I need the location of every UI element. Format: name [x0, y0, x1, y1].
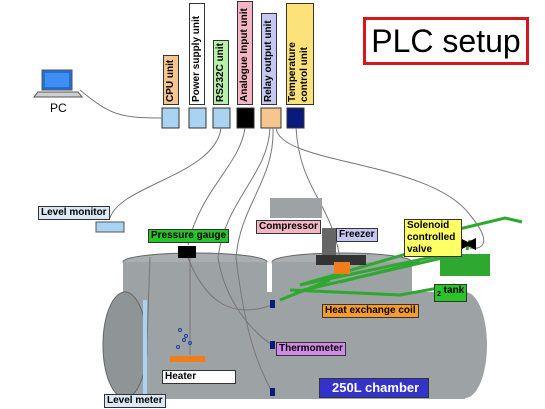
power-supply-unit-label: Power supply unit: [189, 3, 205, 105]
level-meter-rod: [143, 300, 147, 395]
level-meter-label: Level meter: [104, 394, 166, 408]
power-supply-unit-box: [188, 107, 207, 129]
rs232c-unit-label: RS232C unit: [213, 40, 229, 105]
heater-label: Heater: [162, 370, 236, 384]
analogue-input-unit-label: Analogue Input unit: [237, 1, 253, 105]
thermometer-label: Thermometer: [276, 342, 346, 356]
valve-symbol-2: [464, 238, 476, 250]
chamber-right-end: [443, 292, 487, 398]
chamber-left-end: [102, 291, 148, 399]
heat-exchange-coil-label: Heat exchange coil: [322, 304, 419, 318]
relay-output-unit-box: [260, 107, 282, 129]
pressure-gauge-label: Pressure gauge: [148, 229, 230, 243]
cpu-unit-box: [161, 107, 180, 129]
solenoid-valve-label: Solenoid controlled valve: [404, 219, 462, 257]
liquid-n2-tank-body: [440, 254, 490, 276]
cpu-unit-label: CPU unit: [163, 55, 179, 105]
pc-label: PC: [50, 101, 67, 115]
freezer-stem: [322, 228, 336, 256]
pressure-gauge-body: [178, 246, 196, 258]
freezer-label: Freezer: [336, 228, 378, 242]
cables: [79, 89, 485, 401]
pc-icon: [32, 69, 84, 98]
temperature-control-unit-box: [286, 107, 305, 129]
compressor-label: Compressor: [256, 220, 321, 234]
rs232c-unit-box: [212, 107, 231, 129]
analogue-input-unit-box: [236, 107, 255, 129]
chamber-label: 250L chamber: [319, 378, 429, 398]
connectors: [270, 300, 275, 396]
liquid-n2-tank-label: 2 tank: [434, 284, 468, 302]
freezer-head: [316, 255, 366, 265]
liquid-n2-tank-text: tank: [440, 285, 465, 296]
freezer-element: [334, 262, 350, 274]
level-monitor-probe: [95, 221, 125, 233]
temperature-control-unit-label: Temperature control unit: [286, 3, 314, 105]
page-title: PLC setup: [363, 17, 529, 65]
relay-output-unit-label: Relay output unit: [261, 13, 277, 105]
heater-element: [170, 356, 205, 362]
level-monitor-label: Level monitor: [38, 206, 110, 220]
compressor-block: [270, 198, 322, 218]
bubbles: [176, 328, 192, 349]
liquid-n2-subscript: 2: [437, 291, 441, 298]
